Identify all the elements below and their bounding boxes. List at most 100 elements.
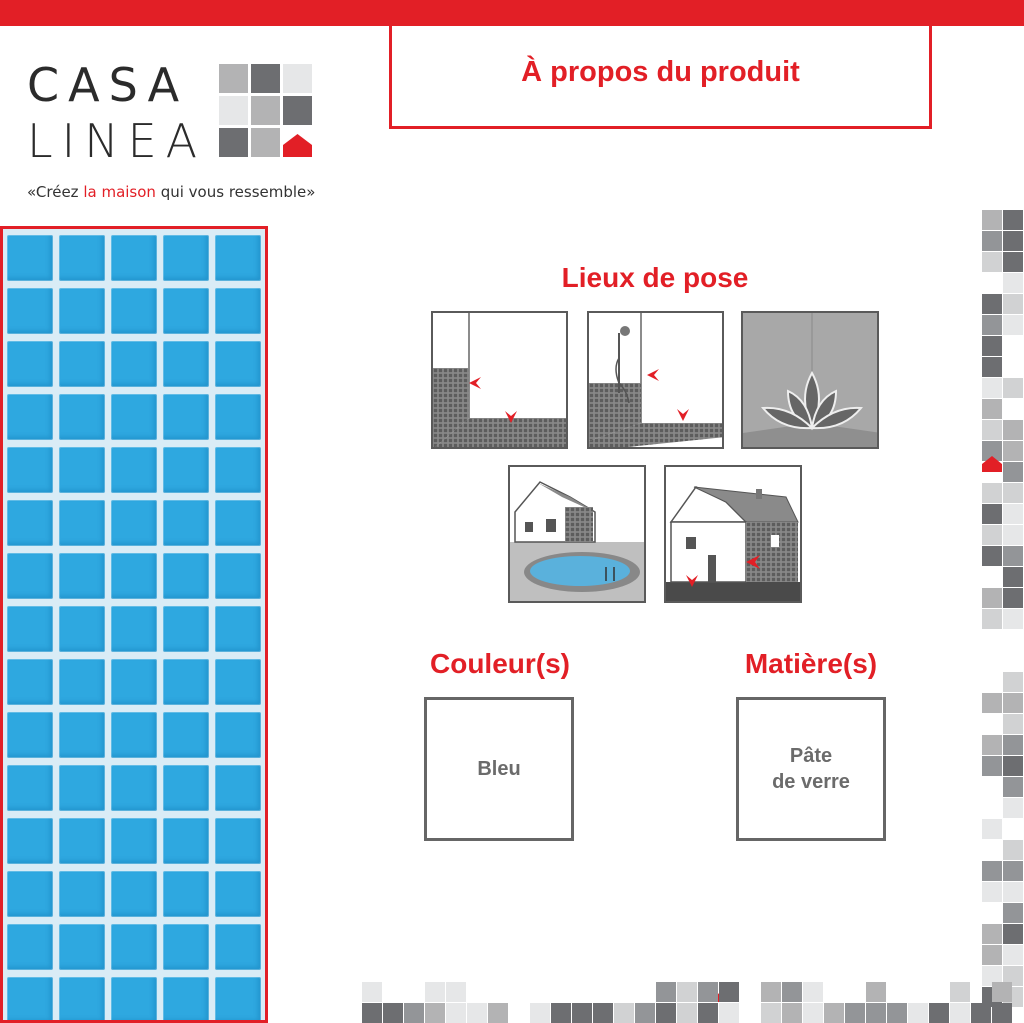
decorative-square	[362, 982, 382, 1002]
mosaic-tile	[7, 818, 53, 864]
decorative-square	[1003, 420, 1023, 440]
decorative-square	[488, 1003, 508, 1023]
decorative-square	[1003, 504, 1023, 524]
decorative-square	[992, 1003, 1012, 1023]
decorative-square	[982, 945, 1002, 965]
decorative-square	[635, 1003, 655, 1023]
mosaic-tile	[215, 977, 261, 1020]
mosaic-tile	[111, 341, 157, 387]
decorative-square	[982, 756, 1002, 776]
decorative-square	[572, 1003, 592, 1023]
mosaic-tile	[7, 500, 53, 546]
house-logo-icon	[283, 134, 312, 157]
house-pool-icon	[510, 481, 644, 601]
mosaic-tile	[215, 606, 261, 652]
decorative-square	[551, 1003, 571, 1023]
decorative-square	[593, 1003, 613, 1023]
mosaic-tile	[7, 288, 53, 334]
decorative-square	[1003, 777, 1023, 797]
decorative-square	[1003, 567, 1023, 587]
decorative-square	[1003, 378, 1023, 398]
product-mosaic-image	[0, 226, 268, 1023]
decorative-square	[982, 231, 1002, 251]
mosaic-tile	[215, 341, 261, 387]
decorative-square	[982, 336, 1002, 356]
mosaic-tile	[215, 871, 261, 917]
decorative-square	[982, 357, 1002, 377]
mosaic-tile	[163, 924, 209, 970]
decorative-square	[656, 1003, 676, 1023]
placement-title: Lieux de pose	[561, 262, 749, 293]
mosaic-tile	[163, 553, 209, 599]
color-value-box: Bleu	[424, 697, 574, 841]
decorative-square	[982, 588, 1002, 608]
decorative-square	[1003, 210, 1023, 230]
logo-text-casa: CASA	[27, 58, 189, 112]
decorative-square	[425, 982, 445, 1002]
decorative-square	[1003, 546, 1023, 566]
decorative-square	[404, 1003, 424, 1023]
mosaic-tile	[59, 553, 105, 599]
decorative-square	[761, 1003, 781, 1023]
mosaic-tile	[111, 553, 157, 599]
decorative-square	[982, 861, 1002, 881]
decorative-square	[982, 609, 1002, 629]
decorative-square	[698, 1003, 718, 1023]
colors-title: Couleur(s)	[430, 648, 570, 679]
decorative-square	[1003, 441, 1023, 461]
mosaic-tile	[215, 394, 261, 440]
material-value: Pâte de verre	[772, 745, 850, 793]
decorative-square	[425, 1003, 445, 1023]
mosaic-tile	[7, 606, 53, 652]
decorative-square	[1003, 525, 1023, 545]
decorative-square	[950, 982, 970, 1002]
mosaic-tile	[215, 712, 261, 758]
decorative-square	[1003, 231, 1023, 251]
mosaic-tile	[163, 765, 209, 811]
decorative-square	[1003, 483, 1023, 503]
mosaic-tile	[163, 394, 209, 440]
material-value-box: Pâte de verre	[736, 697, 886, 841]
decorative-square	[656, 982, 676, 1002]
mosaic-tile	[111, 977, 157, 1020]
mosaic-tile	[215, 924, 261, 970]
mosaic-tile	[163, 606, 209, 652]
mosaic-tile	[59, 288, 105, 334]
decorative-square	[982, 504, 1002, 524]
decorative-square	[929, 1003, 949, 1023]
decorative-square	[1003, 924, 1023, 944]
decorative-square	[446, 982, 466, 1002]
decorative-square	[982, 294, 1002, 314]
mosaic-tile	[111, 659, 157, 705]
mosaic-tile	[111, 712, 157, 758]
top-red-bar	[0, 0, 1024, 26]
decorative-square	[698, 982, 718, 1002]
mosaic-tile	[59, 235, 105, 281]
decorative-square	[1003, 672, 1023, 692]
decorative-square	[761, 982, 781, 1002]
mosaic-tile	[59, 606, 105, 652]
mosaic-tile	[163, 977, 209, 1020]
mosaic-tile	[59, 341, 105, 387]
mosaic-tile	[215, 500, 261, 546]
decorative-square	[1003, 714, 1023, 734]
decorative-square	[803, 1003, 823, 1023]
mosaic-tile	[215, 288, 261, 334]
decorative-square	[982, 882, 1002, 902]
mosaic-tile	[59, 871, 105, 917]
decorative-square	[1003, 609, 1023, 629]
placement-shower	[587, 311, 724, 449]
decorative-square	[982, 210, 1002, 230]
decorative-square	[1003, 861, 1023, 881]
mosaic-tile	[7, 235, 53, 281]
mosaic-tile	[215, 765, 261, 811]
decorative-square	[1003, 903, 1023, 923]
decorative-square	[982, 252, 1002, 272]
mosaic-tile	[111, 288, 157, 334]
decorative-square	[1003, 693, 1023, 713]
about-product-header: À propos du produit	[389, 26, 932, 129]
placement-wall-floor	[431, 311, 568, 449]
mosaic-tile	[111, 235, 157, 281]
decorative-square	[982, 378, 1002, 398]
mosaic-tile	[7, 871, 53, 917]
